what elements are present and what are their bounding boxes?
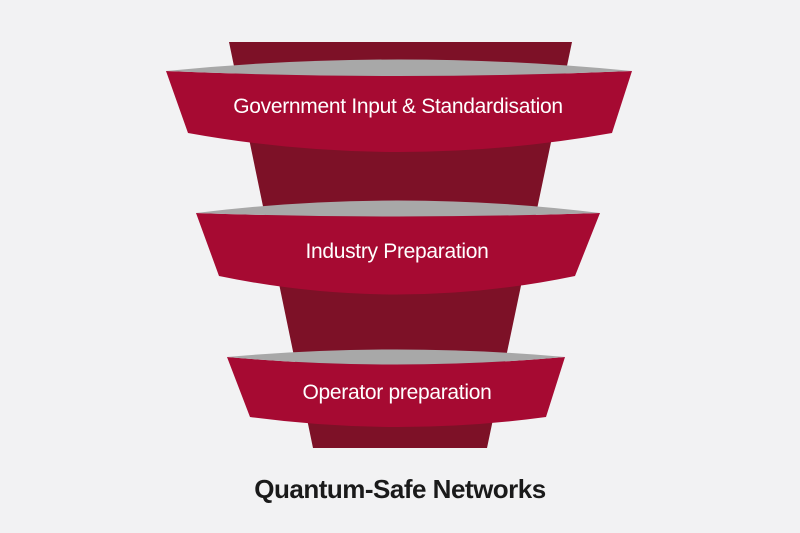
stage-1-label: Government Input & Standardisation [233,95,563,118]
stage-1-band [166,71,632,152]
stage-3-label: Operator preparation [303,381,492,404]
stage-3-rim [227,349,565,365]
stage-2-label: Industry Preparation [305,240,488,263]
diagram-title: Quantum-Safe Networks [254,474,545,504]
stage-3-band [227,357,565,427]
stage-2-rim [196,200,600,217]
stage-2-band [196,213,600,295]
stage-1-rim [166,59,632,76]
